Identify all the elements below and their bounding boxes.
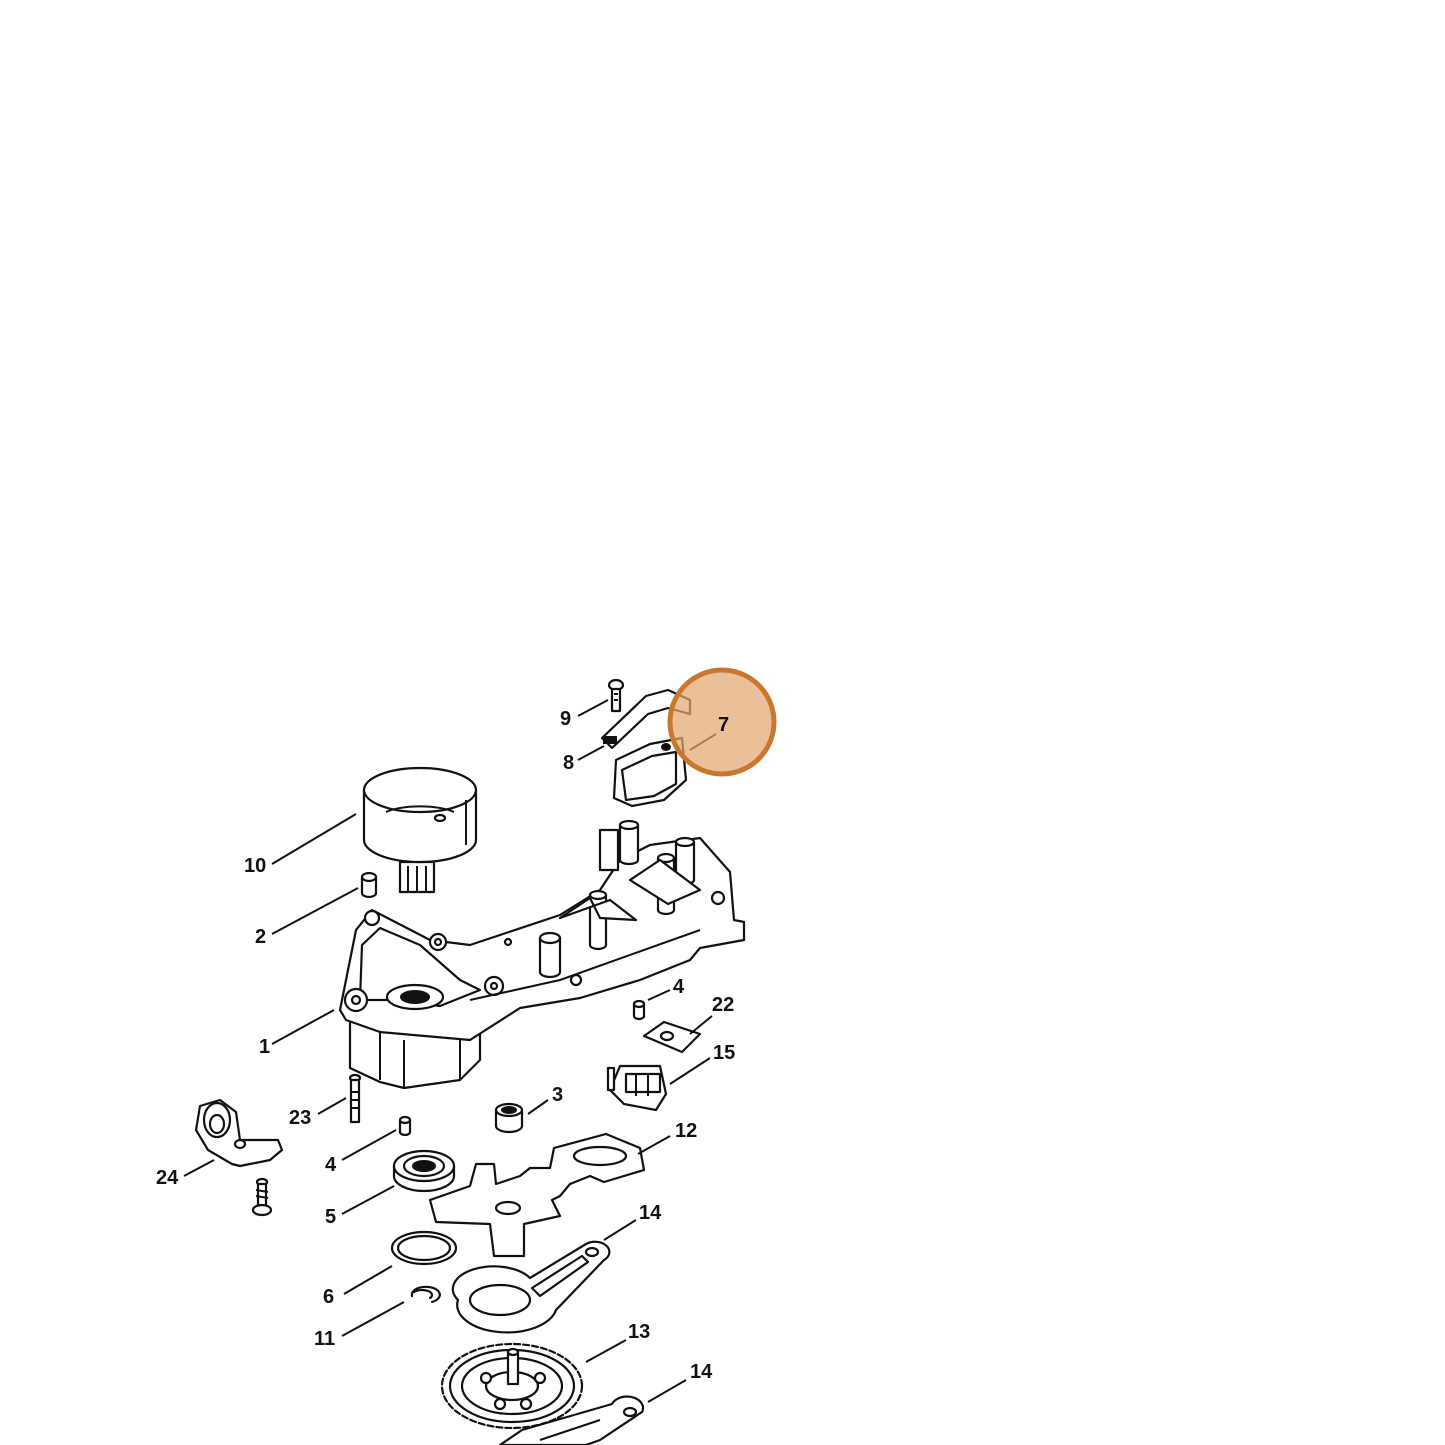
part-5-ball-bearing[interactable]	[392, 1149, 456, 1193]
callout-23[interactable]: 23	[289, 1107, 311, 1129]
part-10-drive-drum[interactable]	[362, 766, 478, 894]
callout-15[interactable]: 15	[713, 1042, 735, 1064]
callout-4-lower[interactable]: 4	[325, 1154, 337, 1176]
callout-1[interactable]: 1	[259, 1036, 270, 1058]
part-4-pin-upper[interactable]	[632, 999, 646, 1021]
callout-10[interactable]: 10	[244, 855, 266, 877]
callout-5[interactable]: 5	[325, 1206, 336, 1228]
callout-6[interactable]: 6	[323, 1286, 334, 1308]
part-13-gear[interactable]	[440, 1342, 584, 1430]
part-11-circlip[interactable]	[410, 1285, 441, 1304]
part-2-sleeve[interactable]	[360, 871, 378, 899]
callout-24[interactable]: 24	[156, 1167, 179, 1189]
callout-12[interactable]: 12	[675, 1120, 697, 1142]
part-22-plate[interactable]	[642, 1020, 702, 1054]
part-14-link-plate-lower[interactable]	[498, 1395, 645, 1445]
callout-13[interactable]: 13	[628, 1321, 650, 1343]
part-24-bracket[interactable]	[194, 1098, 284, 1217]
part-9-screw[interactable]	[607, 678, 625, 713]
callout-labels: 9 8 7 10 2 1 4 22 15 3 23 4 12 24 5 14 6…	[156, 708, 735, 1383]
part-7-guide-block[interactable]	[612, 736, 688, 808]
callout-9[interactable]: 9	[560, 708, 571, 730]
callout-4-upper[interactable]: 4	[673, 976, 685, 998]
part-3-needle-sleeve[interactable]	[494, 1102, 524, 1134]
callout-7[interactable]: 7	[718, 714, 729, 736]
callout-3[interactable]: 3	[552, 1084, 563, 1106]
part-4-pin-lower[interactable]	[398, 1115, 412, 1137]
part-1-gear-housing[interactable]	[338, 819, 746, 1090]
callout-8[interactable]: 8	[563, 752, 574, 774]
part-12-gasket[interactable]	[428, 1132, 646, 1258]
callout-11[interactable]: 11	[314, 1328, 335, 1350]
part-23-long-screw[interactable]	[348, 1073, 362, 1124]
part-14-link-plate-upper[interactable]	[451, 1240, 611, 1334]
callout-22[interactable]: 22	[712, 994, 734, 1016]
part-15-connector[interactable]	[606, 1064, 668, 1112]
callout-2[interactable]: 2	[255, 926, 266, 948]
part-6-snap-ring[interactable]	[390, 1230, 458, 1266]
callout-14-lower[interactable]: 14	[690, 1361, 713, 1383]
callout-14-upper[interactable]: 14	[639, 1202, 662, 1224]
highlight-marker-part-7	[667, 667, 777, 777]
